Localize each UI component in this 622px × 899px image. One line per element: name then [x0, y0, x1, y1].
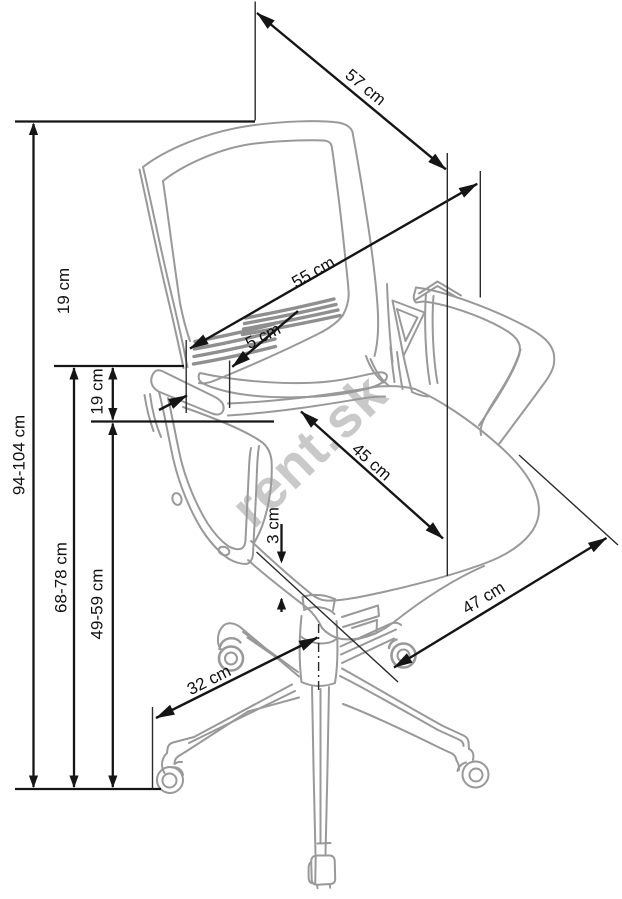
- svg-text:19 cm: 19 cm: [88, 368, 107, 414]
- svg-text:94-104 cm: 94-104 cm: [10, 415, 29, 495]
- svg-text:19 cm: 19 cm: [54, 268, 73, 314]
- svg-text:3 cm: 3 cm: [264, 507, 283, 544]
- svg-text:49-59 cm: 49-59 cm: [88, 569, 107, 640]
- svg-text:68-78 cm: 68-78 cm: [52, 542, 71, 613]
